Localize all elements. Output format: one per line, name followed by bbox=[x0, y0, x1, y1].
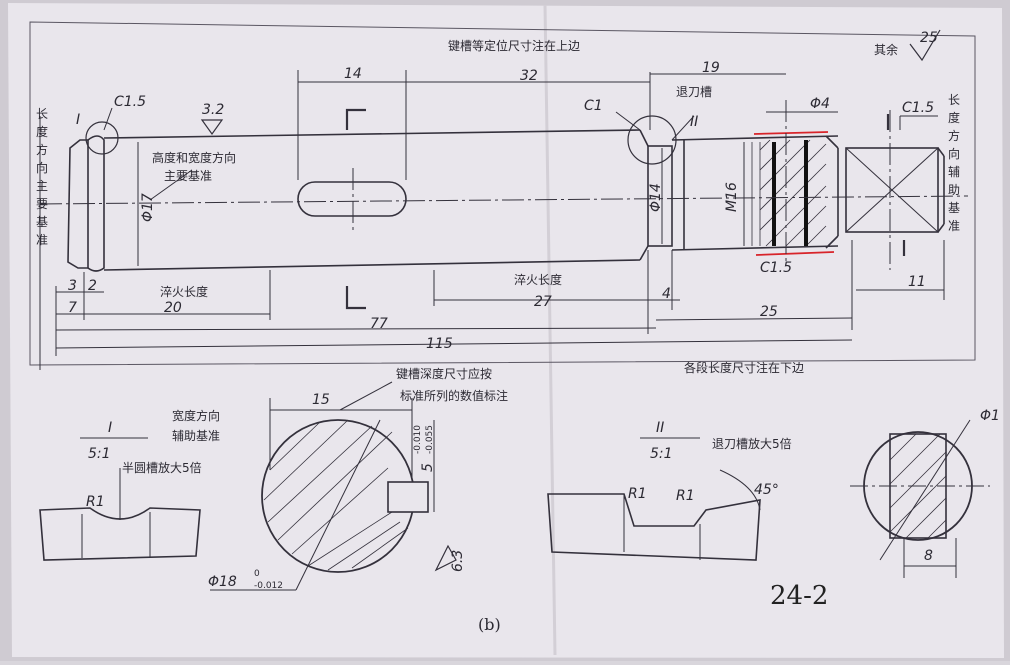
page-fold bbox=[543, 4, 557, 656]
svg-text:基: 基 bbox=[36, 215, 48, 229]
height-width-datum-2: 主要基准 bbox=[164, 169, 212, 183]
dim-phi4: Φ4 bbox=[810, 96, 830, 112]
dim-25: 25 bbox=[760, 304, 778, 320]
dim-c1: C1 bbox=[584, 98, 603, 114]
dimension-lines bbox=[39, 70, 945, 370]
dim-77: 77 bbox=[370, 316, 388, 332]
rough-3.2: 3.2 bbox=[202, 102, 224, 118]
figure-caption: (b) bbox=[478, 615, 501, 634]
svg-text:长: 长 bbox=[948, 93, 960, 107]
section-dia-tol-top: 0 bbox=[254, 569, 260, 579]
note-length-position: 各段长度尺寸注在下边 bbox=[684, 360, 804, 375]
detail-II-angle: 45° bbox=[754, 482, 779, 498]
aux-datum-label: 长 度 方 向 辅 助 基 准 bbox=[948, 93, 960, 233]
svg-text:助: 助 bbox=[948, 183, 960, 197]
detail-I-title: I bbox=[108, 420, 112, 436]
width-aux-datum-2: 辅助基准 bbox=[172, 429, 220, 443]
svg-text:准: 准 bbox=[948, 219, 960, 233]
dim-phi14: Φ14 bbox=[648, 183, 664, 212]
quench-length-right: 淬火长度 bbox=[514, 272, 562, 287]
note-keyway-depth-1: 键槽深度尺寸应按 bbox=[396, 366, 492, 381]
mark-I: I bbox=[76, 112, 80, 128]
svg-text:辅: 辅 bbox=[948, 165, 960, 179]
section-roughness: 6.3 bbox=[450, 550, 466, 572]
svg-text:向: 向 bbox=[36, 160, 48, 175]
section-keyway bbox=[210, 381, 457, 591]
dim-m16: M16 bbox=[724, 182, 740, 212]
svg-text:准: 准 bbox=[36, 233, 48, 247]
detail-II-view bbox=[547, 437, 761, 561]
dim-11: 11 bbox=[908, 274, 926, 290]
section-depth-tol-bottom: -0.055 bbox=[425, 425, 435, 454]
red-highlight-lines bbox=[753, 131, 835, 256]
dim-2: 2 bbox=[88, 278, 97, 294]
square-end-cross bbox=[845, 147, 939, 233]
dim-phi17: Φ17 bbox=[140, 193, 156, 222]
width-aux-datum-1: 宽度方向 bbox=[172, 408, 220, 423]
svg-text:度: 度 bbox=[36, 124, 48, 139]
groove-enlarge-note: 退刀槽放大5倍 bbox=[712, 436, 792, 451]
dim-20: 20 bbox=[164, 300, 182, 316]
detail-II-circle bbox=[627, 115, 677, 165]
roughness-3.2-symbol bbox=[200, 119, 224, 136]
detail-II-r1-left: R1 bbox=[628, 486, 647, 502]
height-width-datum-1: 高度和宽度方向 bbox=[152, 150, 236, 165]
main-datum-label: 长 度 方 向 主 要 基 准 bbox=[36, 107, 48, 247]
quench-length-left: 淬火长度 bbox=[160, 284, 208, 299]
shaft-outline bbox=[67, 129, 945, 272]
detail-II-scale: 5:1 bbox=[650, 446, 673, 462]
section-depth: 5 bbox=[420, 463, 436, 472]
roughness-rest-symbol bbox=[909, 29, 941, 62]
section-dia-tol-bottom: -0.012 bbox=[254, 581, 283, 591]
section-diameter: Φ18 bbox=[208, 574, 237, 590]
dim-3: 3 bbox=[68, 278, 77, 294]
dim-32: 32 bbox=[520, 68, 538, 84]
svg-text:方: 方 bbox=[36, 142, 48, 157]
section-square bbox=[850, 419, 990, 578]
note-keyway-depth-2: 标准所列的数值标注 bbox=[400, 388, 508, 403]
section-right-dia: Φ1 bbox=[980, 408, 1000, 424]
thread-bold-lines bbox=[772, 140, 808, 246]
groove-label: 退刀槽 bbox=[676, 85, 712, 99]
dim-c1.5-bottom: C1.5 bbox=[760, 260, 792, 276]
detail-I-view bbox=[39, 437, 201, 561]
svg-text:基: 基 bbox=[948, 201, 960, 215]
detail-II-r1-right: R1 bbox=[676, 488, 695, 504]
figure-number: 24-2 bbox=[770, 581, 828, 611]
section-width-15: 15 bbox=[312, 392, 330, 408]
dim-115: 115 bbox=[426, 336, 453, 352]
dim-19: 19 bbox=[702, 60, 720, 76]
paper bbox=[8, 3, 1004, 658]
rough-rest-value: 25 bbox=[920, 30, 938, 46]
svg-text:向: 向 bbox=[948, 146, 960, 161]
dim-c1.5-left: C1.5 bbox=[114, 94, 146, 110]
note-keyway-position: 键槽等定位尺寸注在上边 bbox=[448, 38, 580, 53]
detail-I-scale: 5:1 bbox=[88, 446, 111, 462]
dim-14: 14 bbox=[344, 66, 362, 82]
dim-27: 27 bbox=[534, 294, 552, 310]
section-right-dim-8: 8 bbox=[924, 548, 933, 564]
drawing-frame bbox=[29, 21, 976, 366]
detail-II-title: II bbox=[656, 420, 664, 436]
dim-4: 4 bbox=[662, 286, 671, 302]
svg-text:度: 度 bbox=[948, 110, 960, 125]
mark-II: II bbox=[690, 114, 698, 130]
svg-text:要: 要 bbox=[36, 197, 48, 211]
dim-7: 7 bbox=[68, 300, 77, 316]
svg-text:方: 方 bbox=[948, 128, 960, 143]
section-depth-tol-top: -0.010 bbox=[413, 425, 423, 454]
center-lines bbox=[39, 100, 969, 270]
svg-text:主: 主 bbox=[36, 179, 48, 193]
svg-text:长: 长 bbox=[36, 107, 48, 121]
detail-I-note: 半圆槽放大5倍 bbox=[122, 460, 202, 475]
detail-I-radius: R1 bbox=[86, 494, 105, 510]
dim-c1.5-right: C1.5 bbox=[902, 100, 934, 116]
detail-I-circle bbox=[85, 121, 119, 155]
section-marks bbox=[345, 108, 906, 310]
note-rest-roughness: 其余 bbox=[874, 42, 898, 57]
